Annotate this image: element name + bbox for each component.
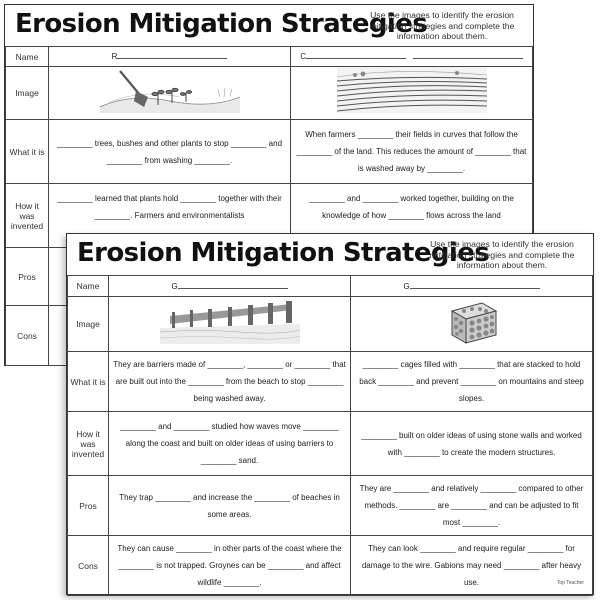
image-cell (108, 296, 351, 352)
what-it-is-cell[interactable]: They are barriers made of ________, ____… (108, 351, 351, 412)
pros-cell[interactable]: They are ________ and relatively _______… (350, 475, 593, 536)
cons-cell[interactable]: They can look ________ and require regul… (350, 535, 593, 596)
row-label-how-invented: How it was invented (5, 183, 49, 248)
name-field[interactable]: C (290, 46, 533, 67)
name-field[interactable]: G (108, 275, 351, 297)
strategy-table: Name G G Image (67, 275, 593, 596)
name-letter: G (403, 281, 410, 291)
image-cell (350, 296, 593, 352)
row-label-pros: Pros (67, 475, 109, 536)
name-line (177, 279, 288, 289)
brand-mark: Top Teacher (556, 580, 584, 586)
worksheet-instructions: Use the images to identify the erosion m… (429, 239, 575, 270)
row-label-image: Image (5, 66, 49, 120)
name-field[interactable]: G (350, 275, 593, 297)
worksheet-header: Erosion Mitigation Strategies Use the im… (5, 5, 533, 47)
pros-cell[interactable]: They trap ________ and increase the ____… (108, 475, 351, 536)
name-line (306, 49, 407, 59)
name-letter: C (300, 52, 307, 61)
what-it-is-cell[interactable]: ________ trees, bushes and other plants … (48, 119, 291, 184)
contour-field-icon (336, 67, 487, 113)
front-worksheet: Erosion Mitigation Strategies Use the im… (66, 233, 594, 596)
row-label-name: Name (67, 275, 109, 297)
cons-text: They can look ________ and require regul… (361, 544, 582, 587)
worksheet-header: Erosion Mitigation Strategies Use the im… (67, 234, 593, 276)
row-label-name: Name (5, 46, 49, 67)
worksheet-instructions: Use the images to identify the erosion m… (369, 10, 515, 41)
how-invented-text: ________ and ________ worked together, b… (309, 194, 514, 220)
name-line (409, 279, 540, 289)
name-letter: R (111, 52, 118, 61)
gabion-icon (450, 302, 497, 344)
name-letter: G (171, 281, 178, 291)
row-label-cons: Cons (67, 535, 109, 596)
what-it-is-cell[interactable]: When farmers ________ their fields in cu… (290, 119, 533, 184)
row-label-pros: Pros (5, 247, 49, 306)
what-it-is-cell[interactable]: ________ cages filled with ________ that… (350, 351, 593, 412)
worksheet-title: Erosion Mitigation Strategies (15, 9, 428, 39)
image-cell (290, 66, 533, 120)
worksheet-title: Erosion Mitigation Strategies (77, 238, 490, 268)
row-label-what-it-is: What it is (5, 119, 49, 184)
shovel-planting-icon (99, 70, 240, 113)
name-field[interactable]: R (48, 46, 291, 67)
how-invented-cell[interactable]: ________ built on older ideas of using s… (350, 411, 593, 476)
row-label-cons: Cons (5, 305, 49, 366)
row-label-image: Image (67, 296, 109, 352)
cons-cell[interactable]: They can cause ________ in other parts o… (108, 535, 351, 596)
name-line (412, 49, 523, 59)
how-invented-text: ________ learned that plants hold ______… (57, 194, 282, 220)
groyne-icon (159, 301, 300, 344)
name-line (117, 49, 228, 59)
row-label-what-it-is: What it is (67, 351, 109, 412)
image-cell (48, 66, 291, 120)
how-invented-cell[interactable]: ________ and ________ studied how waves … (108, 411, 351, 476)
row-label-how-invented: How it was invented (67, 411, 109, 476)
